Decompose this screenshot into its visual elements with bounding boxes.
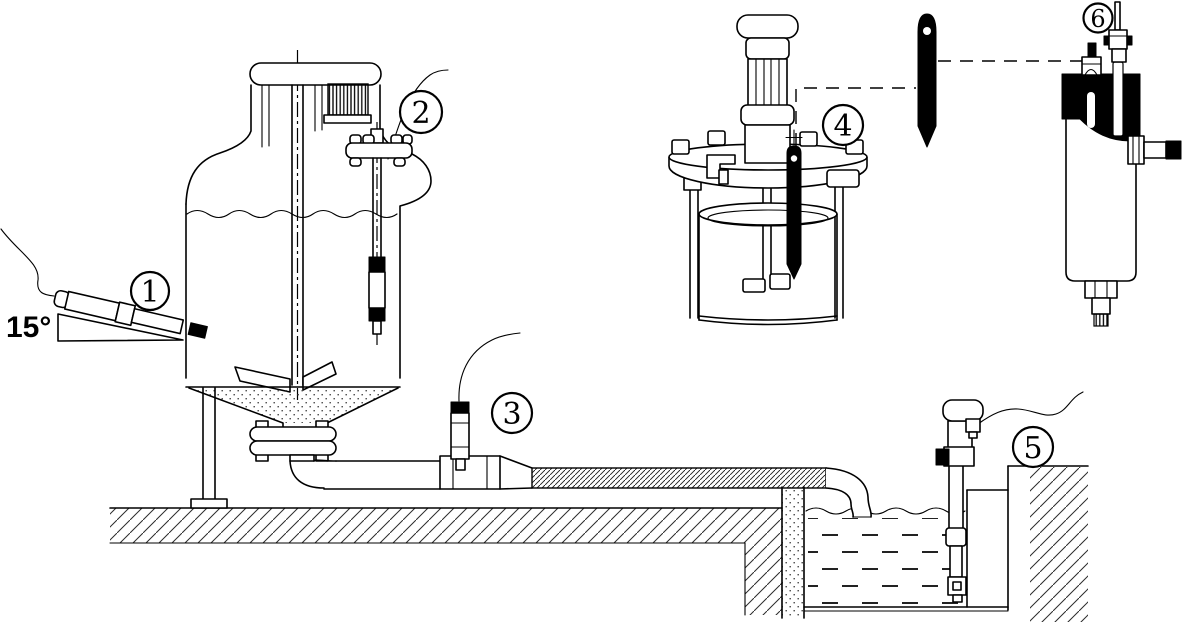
probe-2-flange <box>345 142 413 159</box>
probe-3-cable <box>458 332 521 402</box>
flow-cell-6: 6 <box>1061 1 1182 327</box>
pit-right-ground <box>1030 467 1088 622</box>
side-port-tip <box>1165 140 1182 160</box>
callout-1-circle <box>129 270 171 312</box>
pipe-tee <box>439 455 501 490</box>
vessel-motor <box>736 14 799 164</box>
reactor-tank <box>185 50 432 509</box>
probe-3-cap <box>450 401 470 414</box>
probe-5-cable <box>977 391 1084 425</box>
probe-1-cable <box>0 228 55 297</box>
callout-1-label: 1 <box>140 275 159 310</box>
callout-6-label: 6 <box>1090 5 1105 33</box>
pipeline-with-probe-3: 3 <box>323 332 827 490</box>
agitator-motor <box>323 83 372 124</box>
cone-bottom <box>185 386 401 428</box>
probe-5-cap <box>942 399 984 422</box>
callout-3-circle <box>490 391 534 435</box>
side-port-nut <box>1127 135 1145 165</box>
pit-liquid-wave <box>805 507 966 515</box>
inflow-elbow <box>825 467 872 518</box>
buried-pipe <box>531 467 827 489</box>
callout-2-label: 2 <box>411 96 430 131</box>
probe-2-cable <box>387 69 449 160</box>
callout-3-label: 3 <box>502 397 521 432</box>
pit-liquid <box>808 518 960 604</box>
probe-1-side-entry: 15° 1 <box>0 228 208 344</box>
probe-2-top-flange: 2 <box>345 69 449 345</box>
callout-6-circle <box>1082 2 1114 34</box>
callout-4-label: 4 <box>833 109 852 144</box>
stirred-vessel-4: 4 <box>668 14 868 326</box>
callout-5-label: 5 <box>1023 431 1042 466</box>
electrode-detail <box>795 13 1082 148</box>
probe-5-immersion: 5 <box>935 391 1084 603</box>
probe-1-tip <box>187 322 208 339</box>
electrode-body <box>917 13 937 148</box>
sump-pit <box>781 465 1089 622</box>
drain-elbow <box>289 459 337 489</box>
bottom-flange <box>249 420 337 462</box>
callout-4-circle <box>821 103 865 147</box>
bottom-port-tip <box>1093 313 1109 327</box>
probe-2-tip <box>372 320 382 335</box>
bottom-port-nut <box>1084 280 1118 299</box>
factory-floor <box>109 507 783 616</box>
callout-5-circle <box>1011 425 1055 469</box>
manhole-cap <box>249 62 382 86</box>
probe-4-electrode <box>785 129 803 280</box>
callout-2-circle <box>398 89 444 135</box>
support-leg <box>190 387 228 509</box>
cable-gland <box>965 418 981 433</box>
probe-5-tip <box>952 594 963 603</box>
flow-cell-body <box>1065 107 1137 282</box>
beaker-rim <box>698 202 838 226</box>
dashed-link-left <box>795 87 916 146</box>
mounting-wedge <box>57 313 184 342</box>
pit-left-wall <box>782 487 804 618</box>
angle-label: 15° <box>6 311 51 344</box>
